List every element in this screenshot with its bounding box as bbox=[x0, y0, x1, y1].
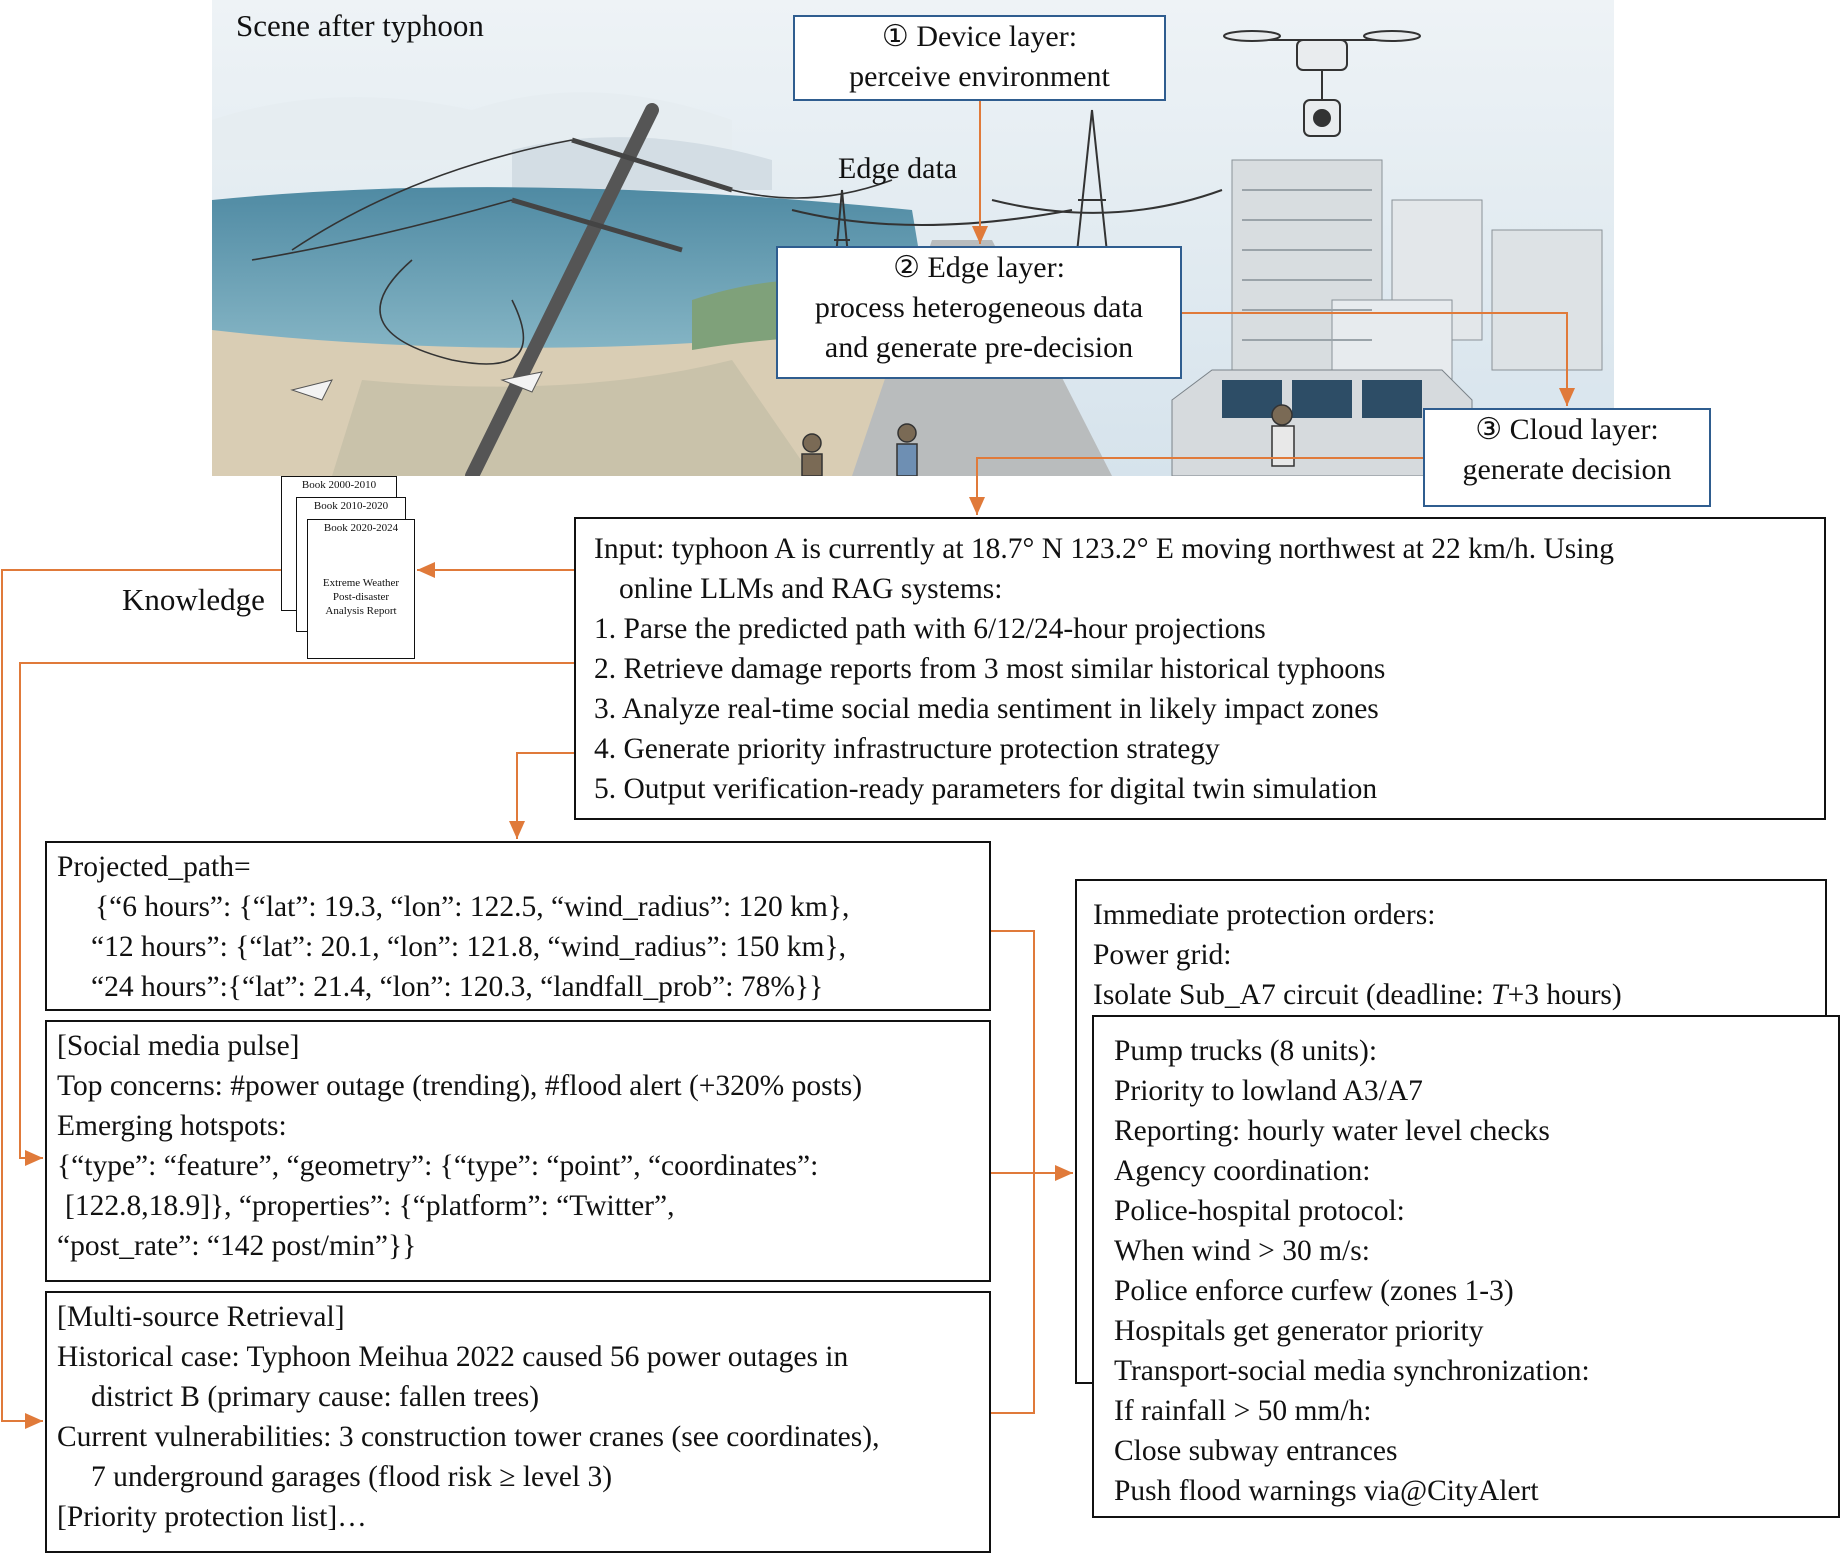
projected-path-entry: “24 hours”:{“lat”: 21.4, “lon”: 120.3, “… bbox=[91, 971, 824, 1003]
social-line: [122.8,18.9]}, “properties”: {“platform”… bbox=[65, 1190, 675, 1222]
pump-line: Transport-social media synchronization: bbox=[1114, 1355, 1590, 1387]
input-line: Input: typhoon A is currently at 18.7° N… bbox=[594, 533, 1614, 565]
knowledge-label: Knowledge bbox=[122, 582, 265, 617]
book-title: Book 2000-2010 bbox=[301, 479, 377, 491]
input-line: online LLMs and RAG systems: bbox=[619, 573, 1003, 605]
social-line: {“type”: “feature”, “geometry”: {“type”:… bbox=[57, 1150, 819, 1182]
book-title: Book 2020-2024 bbox=[323, 522, 399, 534]
knowledge-book-3: Book 2020-2024 Extreme Weather Post-disa… bbox=[307, 519, 415, 659]
cloud-layer-desc: generate decision bbox=[1462, 453, 1672, 486]
device-layer-box: ① Device layer: perceive environment bbox=[793, 15, 1166, 101]
edge-layer-desc-line-1: process heterogeneous data bbox=[814, 291, 1144, 324]
scene-caption: Scene after typhoon bbox=[236, 8, 484, 43]
multi-line: Current vulnerabilities: 3 construction … bbox=[57, 1421, 880, 1453]
pump-line: Priority to lowland A3/A7 bbox=[1114, 1075, 1423, 1107]
device-layer-title: ① Device layer: bbox=[881, 20, 1078, 53]
input-step: 2. Retrieve damage reports from 3 most s… bbox=[594, 653, 1386, 685]
report-title: Extreme Weather Post-disaster Analysis R… bbox=[322, 577, 400, 617]
pump-line: Pump trucks (8 units): bbox=[1114, 1035, 1378, 1067]
multi-line: district B (primary cause: fallen trees) bbox=[91, 1381, 540, 1413]
orders-isolate-line: Isolate Sub_A7 circuit (deadline: T+3 ho… bbox=[1093, 979, 1622, 1011]
social-media-box: [Social media pulse] Top concerns: #powe… bbox=[45, 1020, 991, 1282]
social-line: Emerging hotspots: bbox=[57, 1110, 287, 1142]
pump-line: Police enforce curfew (zones 1-3) bbox=[1114, 1275, 1514, 1307]
projected-path-title: Projected_path= bbox=[57, 851, 251, 883]
pump-line: When wind > 30 m/s: bbox=[1114, 1235, 1370, 1267]
multi-line: [Priority protection list]… bbox=[57, 1501, 367, 1533]
edge-data-label: Edge data bbox=[838, 152, 958, 185]
edge-layer-desc-line-2: and generate pre-decision bbox=[824, 331, 1134, 364]
social-line: “post_rate”: “142 post/min”}} bbox=[57, 1230, 417, 1262]
projected-path-entry: “12 hours”: {“lat”: 20.1, “lon”: 121.8, … bbox=[91, 931, 847, 963]
projected-path-entry: {“6 hours”: {“lat”: 19.3, “lon”: 122.5, … bbox=[95, 891, 850, 923]
multi-source-retrieval-box: [Multi-source Retrieval] Historical case… bbox=[45, 1291, 991, 1553]
orders-title: Immediate protection orders: bbox=[1093, 899, 1436, 931]
projected-path-box: Projected_path= {“6 hours”: {“lat”: 19.3… bbox=[45, 841, 991, 1011]
pump-trucks-box: Pump trucks (8 units): Priority to lowla… bbox=[1092, 1015, 1840, 1518]
book-title: Book 2010-2020 bbox=[313, 500, 389, 512]
edge-layer-box: ② Edge layer: process heterogeneous data… bbox=[776, 246, 1182, 379]
input-step: 3. Analyze real-time social media sentim… bbox=[594, 693, 1379, 725]
input-prompt-box: Input: typhoon A is currently at 18.7° N… bbox=[574, 517, 1826, 820]
pump-line: Agency coordination: bbox=[1114, 1155, 1371, 1187]
input-step: 1. Parse the predicted path with 6/12/24… bbox=[594, 613, 1266, 645]
pump-line: Push flood warnings via@CityAlert bbox=[1114, 1475, 1539, 1507]
cloud-layer-title: ③ Cloud layer: bbox=[1475, 413, 1659, 446]
pump-line: If rainfall > 50 mm/h: bbox=[1114, 1395, 1372, 1427]
pump-line: Close subway entrances bbox=[1114, 1435, 1398, 1467]
edge-layer-title: ② Edge layer: bbox=[893, 251, 1065, 284]
pump-line: Reporting: hourly water level checks bbox=[1114, 1115, 1550, 1147]
orders-line: Power grid: bbox=[1093, 939, 1232, 971]
pump-line: Police-hospital protocol: bbox=[1114, 1195, 1405, 1227]
pump-line: Hospitals get generator priority bbox=[1114, 1315, 1484, 1347]
cloud-layer-box: ③ Cloud layer: generate decision bbox=[1423, 408, 1711, 507]
social-line: Top concerns: #power outage (trending), … bbox=[57, 1070, 863, 1102]
multi-line: Historical case: Typhoon Meihua 2022 cau… bbox=[57, 1341, 849, 1373]
path-to-orders-arrow bbox=[991, 930, 1035, 1414]
input-step: 4. Generate priority infrastructure prot… bbox=[594, 733, 1220, 765]
multi-line: 7 underground garages (flood risk ≥ leve… bbox=[91, 1461, 613, 1493]
multi-title: [Multi-source Retrieval] bbox=[57, 1301, 345, 1333]
input-to-path-arrow bbox=[509, 752, 574, 839]
social-title: [Social media pulse] bbox=[57, 1030, 300, 1062]
device-layer-desc: perceive environment bbox=[849, 60, 1110, 93]
input-step: 5. Output verification-ready parameters … bbox=[594, 773, 1378, 805]
